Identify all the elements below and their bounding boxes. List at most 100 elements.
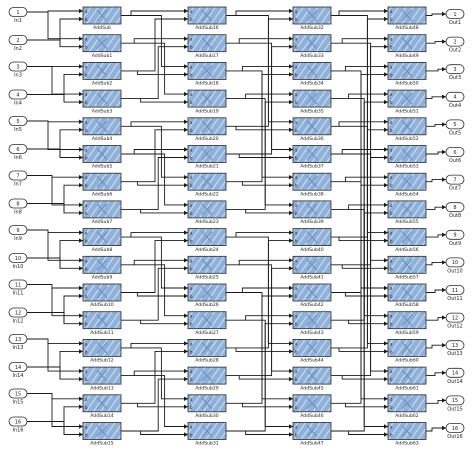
arrowhead	[442, 149, 446, 155]
arrowhead	[384, 258, 388, 263]
block-glyph-icon	[201, 92, 213, 105]
block-glyph-icon	[401, 120, 413, 133]
